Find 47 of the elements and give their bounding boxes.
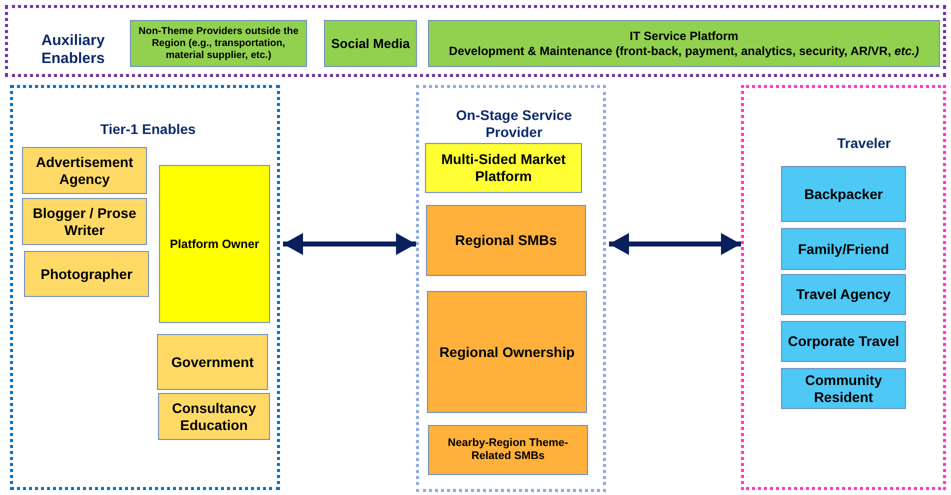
role-box	[426, 205, 586, 276]
box-label: Regional Ownership	[439, 344, 575, 360]
box-label: Nearby-Region Theme-Related SMBs	[446, 436, 570, 464]
box-label: Government	[171, 354, 254, 370]
role-box	[324, 20, 417, 67]
role-box	[428, 425, 588, 475]
dotted-group-frame	[5, 5, 946, 77]
role-box	[425, 143, 582, 193]
dotted-group-frame	[416, 85, 606, 492]
box-label: Advertisement Agency	[34, 154, 134, 188]
role-box	[781, 228, 906, 270]
double-arrow	[609, 233, 741, 255]
role-box	[781, 321, 906, 362]
box-label: Development & Maintenance (front-back, payment, analytics, security, AR/VR, etc.)	[448, 44, 920, 58]
dotted-group-frame	[741, 85, 946, 490]
role-box	[781, 368, 906, 409]
box-label: Non-Theme Providers outside the Region (e.g., transportation, material supplier, etc.)	[137, 26, 300, 62]
box-label: IT Service Platform	[630, 29, 738, 44]
role-box	[157, 334, 268, 390]
box-label: Travel Agency	[796, 286, 891, 303]
box-label: Backpacker	[804, 186, 883, 202]
role-box	[22, 147, 147, 194]
dotted-group-frame	[10, 85, 280, 490]
group-title: Auxiliary Enablers	[40, 31, 106, 69]
group-title: Tier-1 Enables	[99, 120, 197, 139]
box-label: Platform Owner	[170, 236, 260, 252]
box-label: Consultancy Education	[170, 400, 257, 434]
role-box	[22, 198, 147, 245]
box-label: Corporate Travel	[788, 333, 900, 350]
box-label: Regional SMBs	[455, 232, 557, 249]
box-label: Family/Friend	[798, 240, 890, 258]
double-arrow	[283, 233, 416, 255]
box-label: Multi-Sided Market Platform	[440, 151, 567, 185]
role-box	[130, 20, 307, 67]
box-label: Photographer	[40, 266, 132, 282]
role-box	[159, 165, 270, 323]
box-label: Community Resident	[804, 372, 883, 406]
group-title: Traveler	[836, 134, 892, 153]
group-title: On-Stage Service Provider	[455, 106, 573, 142]
role-box	[781, 166, 906, 222]
role-box	[427, 291, 587, 413]
role-box	[24, 251, 149, 297]
role-box	[428, 20, 940, 67]
box-label: Blogger / Prose Writer	[32, 204, 138, 238]
role-box	[158, 393, 270, 440]
role-box	[781, 274, 906, 315]
box-label: Social Media	[331, 36, 410, 52]
